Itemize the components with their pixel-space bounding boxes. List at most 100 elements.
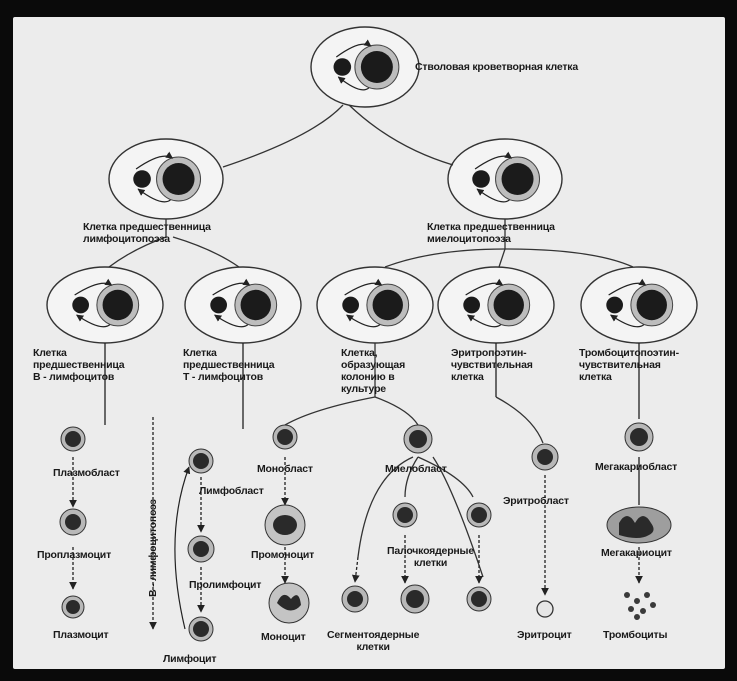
myeloblast-to-band-right [417,456,474,498]
lymphoblast-label: Лимфобласт [199,485,264,497]
lymphoblast-cell-nucleus [193,453,209,469]
band-cell-1-nucleus [397,507,413,523]
stem-cell-oval-cycle-arrow-top [335,39,372,58]
platelet-6 [650,602,656,608]
b-precursor-oval-small-cell [72,296,89,314]
myeloid-progenitor-label: Клетка предшественница миелоцитопоэза [427,221,555,245]
plasmoblast-label: Плазмобласт [53,467,120,479]
lymphoid-progenitor-oval-cycle-arrow-top [135,151,174,170]
platelet-2 [634,598,640,604]
b-lymphopoiesis-vertical-label: В - лимфоцитопоэз [147,499,159,597]
erythroblast-label: Эритробласт [503,495,569,507]
lymphoid-progenitor-oval-large-nucleus [162,163,195,195]
cfu-oval-small-cell [342,296,360,314]
branch-cfu-myeloblast [374,396,419,426]
erythrocyte-label: Эритроцит [517,629,572,641]
t-precursor-oval-large-nucleus [240,289,271,321]
hematopoiesis-diagram [46,26,698,642]
thrombo-oval-small-cell [606,296,623,314]
branch-lymphoid-t [172,236,240,268]
proplasmocyte-cell-nucleus [65,514,81,530]
b-precursor-label: Клетка предшественница В - лимфоцитов [33,347,125,383]
megakaryoblast-cell-nucleus [630,428,648,446]
arrow-to-segmented-1 [351,556,360,583]
megakaryoblast-label: Мегакариобласт [595,461,678,473]
plasmocyte-cell-nucleus [66,600,80,614]
monoblast-label: Монобласт [257,463,313,475]
t-precursor-oval-small-cell [210,296,227,314]
t-precursor-oval-cycle-arrow-top [212,278,251,296]
stem-cell-label: Стволовая кроветворная клетка [415,61,579,73]
branch-myeloid-cfu [384,248,506,268]
erythro-oval-small-cell [463,296,481,314]
cfu-label: Клетка, образующая колонию в культуре [341,347,405,395]
b-precursor-oval-cycle-arrow-top [74,278,113,296]
band-cells-label: Палочкоядерные клетки [387,545,474,569]
branch-lymphoid-b [108,236,167,268]
stem-cell-oval-cycle-arrow-bottom [337,76,370,91]
cfu-oval-large-nucleus [372,289,403,321]
b-precursor-oval-large-nucleus [102,289,133,321]
thrombo-oval-cycle-arrow-top [608,278,647,296]
platelet-5 [640,608,646,614]
b-precursor-oval-cycle-arrow-bottom [76,314,111,328]
lymphocyte-recirculation-arrow [174,466,191,630]
erythropoietin-cell-label: Эритропоэтин- чувствительная клетка [451,347,533,383]
branch-stem-myeloid [348,104,454,166]
branch-stem-lymphoid [222,104,344,168]
myeloblast-label: Миелобласт [385,463,447,475]
myeloid-progenitor-oval-large-nucleus [501,163,534,195]
myeloblast-to-seg-right [432,456,484,578]
stem-cell-oval-large-nucleus [360,51,393,83]
branch-myeloid-thrombo [504,248,634,268]
plasmoblast-cell-nucleus [65,431,81,447]
thrombo-oval-cycle-arrow-bottom [610,314,645,328]
segmented-cell-2-nucleus [406,590,424,608]
lymphoid-progenitor-oval-small-cell [133,170,151,188]
erythrocyte-cell [536,600,554,618]
segmented-cell-1-nucleus [347,591,363,607]
prolymphocyte-cell-nucleus [193,541,209,557]
platelet-3 [644,592,650,598]
segmented-cell-3-nucleus [471,591,487,607]
t-precursor-label: Клетка предшественница Т - лимфоцитов [183,347,275,383]
myeloblast-cell-nucleus [409,430,427,448]
monocyte-label: Моноцит [261,631,306,643]
erythro-line-b [495,396,544,444]
segmented-cells-label: Сегментоядерные клетки [327,629,420,653]
lymphoid-progenitor-oval-cycle-arrow-bottom [137,188,171,203]
stem-cell-oval-small-cell [333,58,352,76]
erythro-oval-large-nucleus [493,289,524,321]
platelet-7 [634,614,640,620]
branch-cfu-monoblast [284,396,376,426]
t-precursor-oval-cycle-arrow-bottom [214,314,249,328]
megakaryocyte-nucleus [619,516,654,538]
thrombopoietin-cell-label: Тромбоцитопоэтин- чувствительная клетка [579,347,679,383]
prolymphocyte-label: Пролимфоцит [189,579,262,591]
erythro-oval-cycle-arrow-bottom [467,314,502,328]
promonocyte-label: Промоноцит [251,549,315,561]
cfu-oval-cycle-arrow-top [344,278,383,296]
thrombo-oval-large-nucleus [636,289,667,321]
platelet-4 [628,606,634,612]
lymphocyte-cell-nucleus [193,621,209,637]
monocyte-nucleus [277,594,301,611]
lymphocyte-label: Лимфоцит [163,653,217,665]
lymphoid-progenitor-label: Клетка предшественница лимфоцитопоэза [83,221,211,245]
erythroblast-cell-nucleus [537,449,553,465]
plasmocyte-label: Плазмоцит [53,629,109,641]
myeloid-progenitor-oval-small-cell [472,170,490,188]
monoblast-cell-nucleus [277,429,293,445]
erythro-oval-cycle-arrow-top [465,278,504,296]
myeloblast-to-band-left [404,456,419,498]
platelet-1 [624,592,630,598]
band-cell-2-nucleus [471,507,487,523]
myeloid-progenitor-oval-cycle-arrow-top [474,151,513,170]
myeloid-progenitor-oval-cycle-arrow-bottom [476,188,510,203]
megakaryocyte-label: Мегакариоцит [601,547,672,559]
diagram-panel: Стволовая кроветворная клетка Клетка пре… [13,17,725,669]
proplasmocyte-label: Проплазмоцит [37,549,112,561]
promonocyte-nucleus [273,515,297,535]
platelets-label: Тромбоциты [603,629,668,641]
cfu-oval-cycle-arrow-bottom [346,314,381,328]
